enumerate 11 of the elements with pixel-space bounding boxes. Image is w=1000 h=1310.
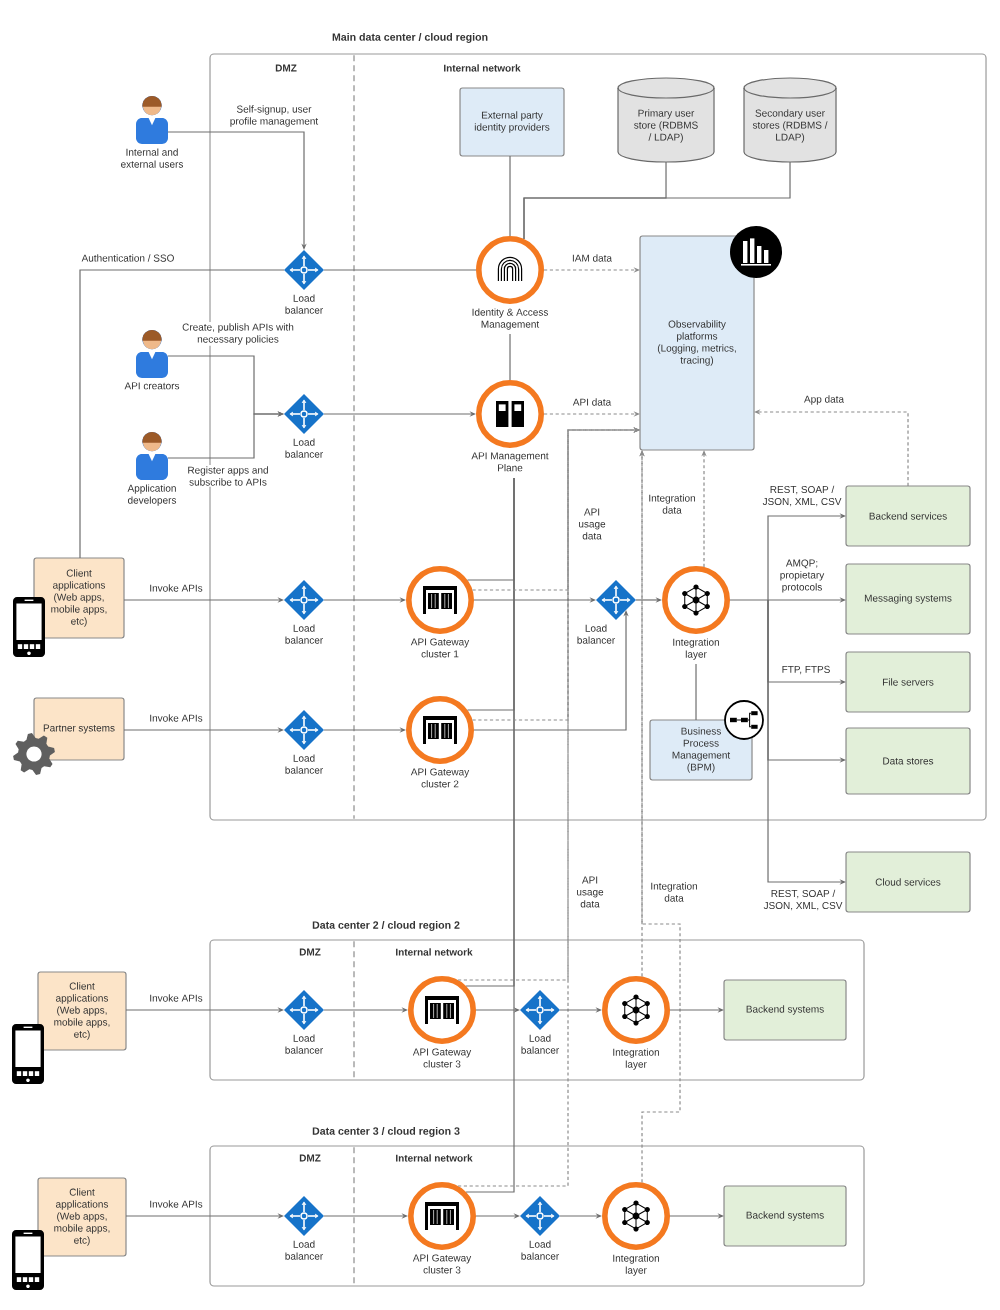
- connector-line: [695, 663, 697, 721]
- connector-line: [465, 477, 515, 1193]
- arrow: [457, 427, 640, 1187]
- connector-line: [509, 155, 511, 237]
- arrow: [639, 450, 681, 1184]
- connector-line: [79, 269, 285, 559]
- arrow: [167, 131, 307, 250]
- connector-line: [509, 333, 511, 381]
- connector-line: [523, 161, 791, 240]
- arrow: [167, 411, 284, 459]
- connector-line: [323, 269, 477, 271]
